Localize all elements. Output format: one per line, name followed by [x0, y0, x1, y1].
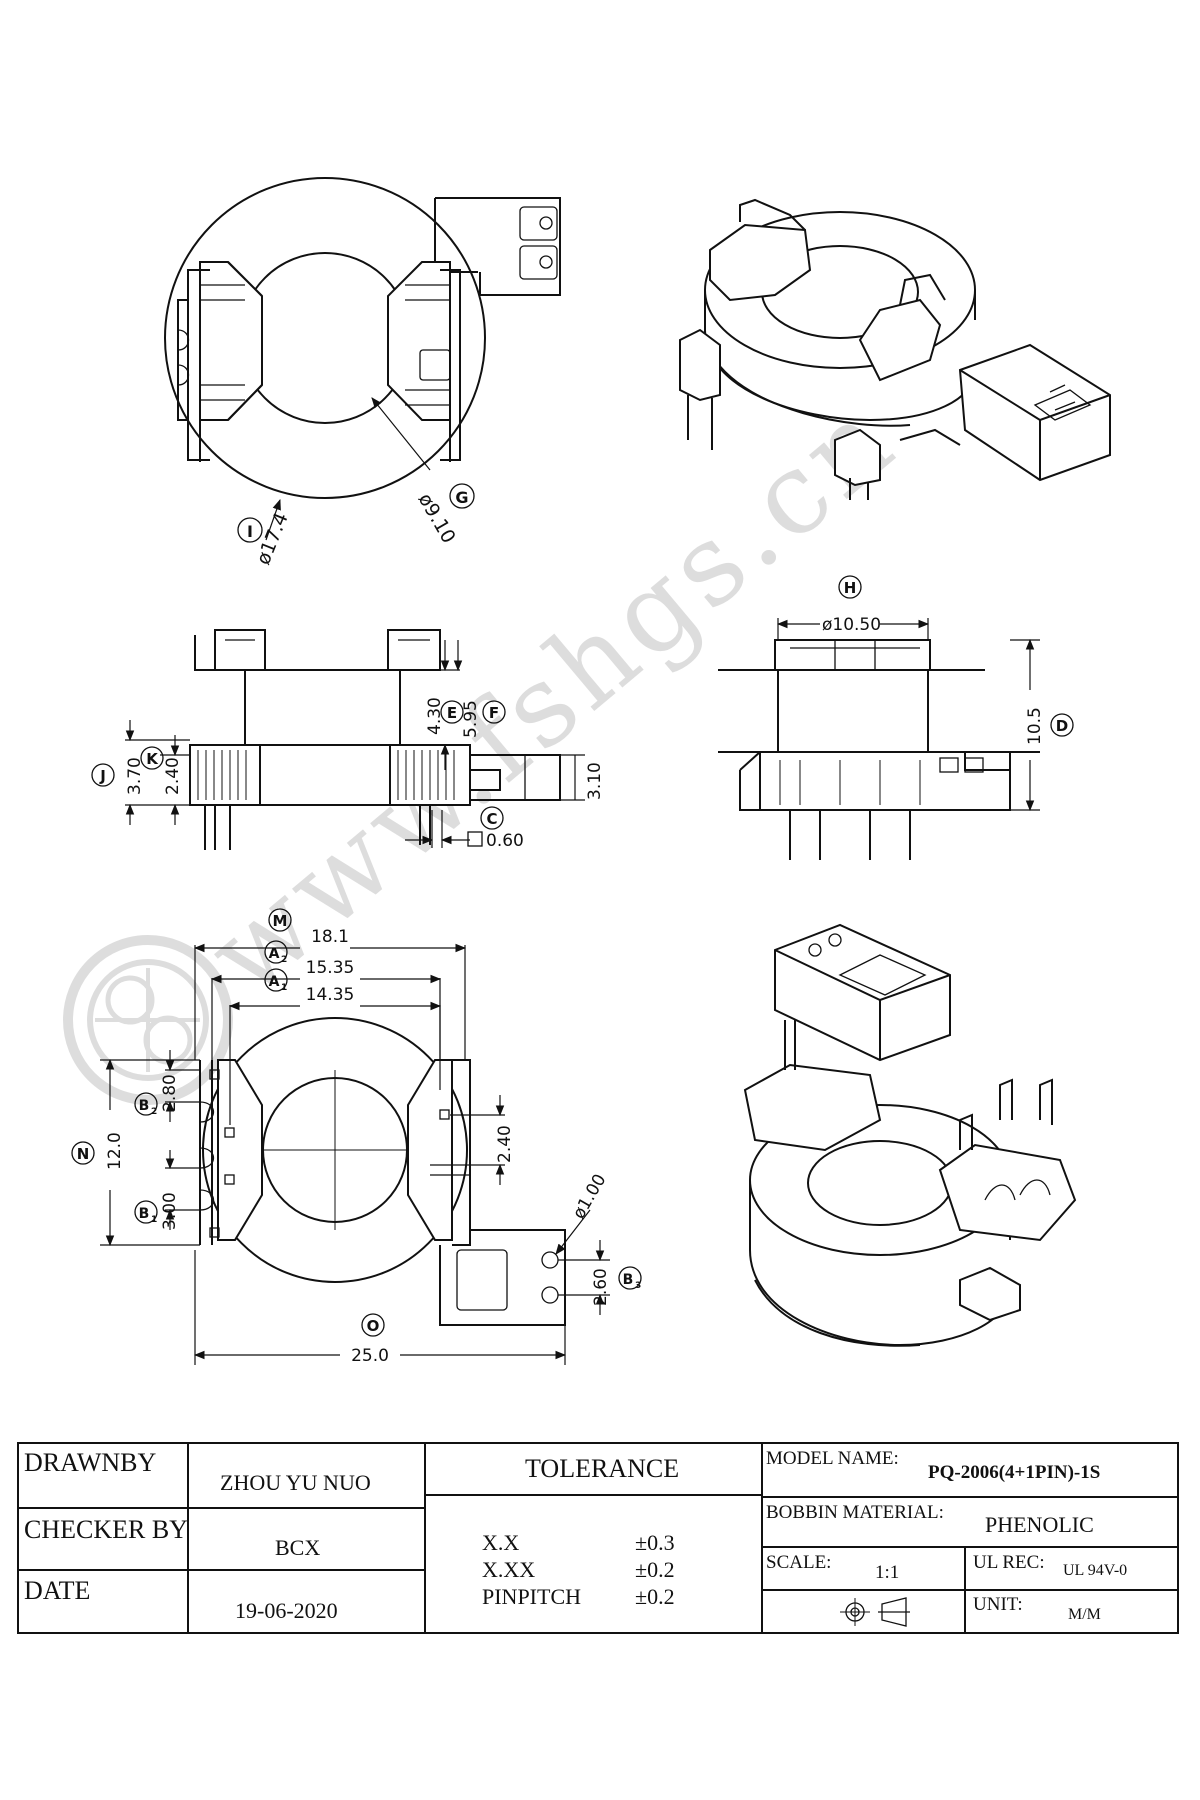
label-b1-sub: 1 — [151, 1215, 157, 1225]
label-c: C — [486, 810, 497, 828]
label-a2-sub: 2 — [281, 955, 287, 965]
label-b3-sub: 3 — [635, 1281, 641, 1291]
dim-k: 2.40 — [163, 757, 183, 795]
isometric-view-top — [679, 198, 1111, 500]
label-a1-sub: 1 — [281, 983, 287, 993]
label-m: M — [273, 912, 288, 930]
label-o: O — [367, 1317, 380, 1335]
label-g: G — [455, 488, 468, 507]
label-f: F — [489, 704, 499, 722]
label-a1: A — [269, 974, 280, 990]
dim-m: 18.1 — [311, 927, 349, 947]
dim-hole: ø1.00 — [569, 1171, 610, 1223]
label-h: H — [844, 579, 857, 597]
label-i: I — [247, 522, 253, 541]
dim-o: 25.0 — [351, 1346, 389, 1366]
watermark-logo — [63, 935, 233, 1105]
dim-f: 5.95 — [461, 700, 481, 738]
dim-b2: 2.80 — [160, 1074, 180, 1112]
side-view: 4.30 5.95 E F 3.70 2.40 J K 3.10 0.60 C — [91, 629, 605, 851]
label-b1: B — [139, 1206, 150, 1222]
dim-n: 12.0 — [105, 1132, 125, 1170]
dim-a1: 14.35 — [306, 985, 355, 1005]
dim-inner-diameter: ø9.10 — [414, 490, 460, 548]
dim-e: 4.30 — [425, 697, 445, 735]
label-k: K — [146, 750, 159, 768]
label-d: D — [1056, 717, 1068, 735]
bottom-view: 18.1 15.35 14.35 M A 2 A 1 12.0 N 2.80 3… — [71, 908, 642, 1366]
title-block-frame — [17, 1442, 1179, 1634]
label-j: J — [99, 767, 106, 785]
dim-tab: 3.10 — [585, 762, 605, 800]
isometric-view-bottom — [743, 923, 1077, 1347]
dim-c: 0.60 — [486, 831, 524, 851]
top-view: ø17.4 ø9.10 I G — [164, 177, 561, 568]
label-b2-sub: 2 — [151, 1107, 157, 1117]
front-view: ø10.50 H 10.5 D — [718, 575, 1074, 860]
label-n: N — [77, 1145, 90, 1163]
label-b2: B — [139, 1098, 150, 1114]
dim-h: ø10.50 — [822, 615, 881, 635]
dim-b3: 2.60 — [591, 1268, 611, 1306]
dim-j: 3.70 — [125, 757, 145, 795]
dim-d: 10.5 — [1025, 707, 1045, 745]
dim-b1: 3.00 — [160, 1192, 180, 1230]
watermark-text: www.fshgs.cn — [184, 373, 921, 1021]
label-b3: B — [623, 1272, 634, 1288]
label-a2: A — [269, 946, 280, 962]
label-e: E — [447, 704, 457, 722]
dim-pin: 2.40 — [495, 1125, 515, 1163]
dim-a2: 15.35 — [306, 958, 355, 978]
